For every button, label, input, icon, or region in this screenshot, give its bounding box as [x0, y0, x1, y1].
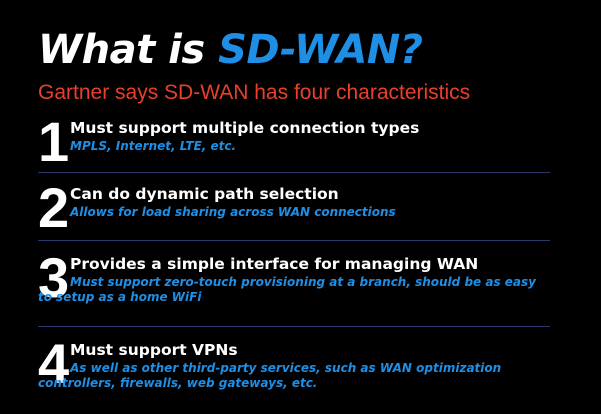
item-detail: MPLS, Internet, LTE, etc.: [70, 139, 237, 153]
page-title: What is SD-WAN?: [38, 26, 423, 74]
title-highlight: SD-WAN?: [218, 27, 423, 73]
item-detail: Must support zero-touch provisioning at …: [38, 275, 536, 304]
title-prefix: What is: [38, 27, 219, 73]
item-heading: Provides a simple interface for managing…: [70, 255, 479, 273]
subtitle: Gartner says SD-WAN has four characteris…: [38, 81, 471, 104]
list-item-2: 2 Can do dynamic path selection Allows f…: [38, 180, 550, 236]
divider: [38, 172, 550, 173]
item-number: 2: [38, 176, 69, 239]
item-heading: Can do dynamic path selection: [70, 185, 339, 203]
item-number: 3: [38, 246, 69, 309]
item-number: 1: [38, 110, 69, 173]
item-heading: Must support VPNs: [70, 341, 238, 359]
list-item-3: 3 Provides a simple interface for managi…: [38, 250, 550, 320]
divider: [38, 240, 550, 241]
item-detail: Allows for load sharing across WAN conne…: [70, 205, 396, 219]
list-item-4: 4 Must support VPNs As well as other thi…: [38, 336, 550, 406]
divider: [38, 326, 550, 327]
list-item-1: 1 Must support multiple connection types…: [38, 114, 550, 170]
item-number: 4: [38, 332, 69, 395]
item-heading: Must support multiple connection types: [70, 119, 420, 137]
item-detail: As well as other third-party services, s…: [38, 361, 502, 390]
